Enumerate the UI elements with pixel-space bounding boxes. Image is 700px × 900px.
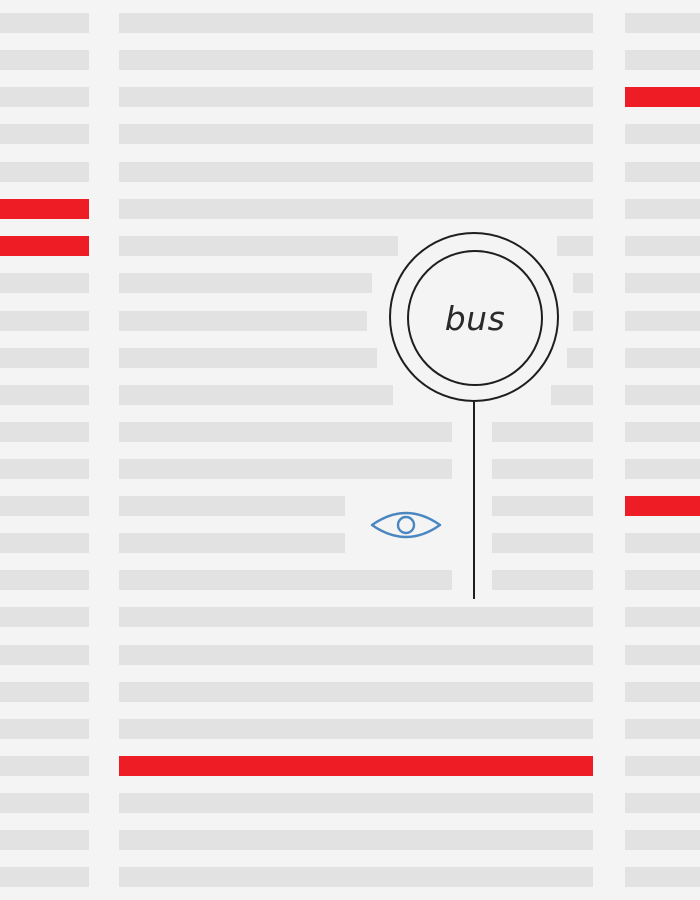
- placeholder-line: [119, 385, 393, 405]
- placeholder-line: [625, 422, 700, 442]
- placeholder-line: [625, 162, 700, 182]
- placeholder-line: [625, 273, 700, 293]
- placeholder-line: [625, 459, 700, 479]
- placeholder-line: [0, 87, 89, 107]
- placeholder-line: [0, 719, 89, 739]
- marker-inner-ring: bus: [407, 250, 543, 386]
- placeholder-line: [573, 273, 593, 293]
- placeholder-line: [625, 13, 700, 33]
- placeholder-line: [625, 348, 700, 368]
- placeholder-line: [0, 645, 89, 665]
- placeholder-line: [119, 162, 593, 182]
- placeholder-line: [0, 607, 89, 627]
- placeholder-line: [625, 793, 700, 813]
- placeholder-line: [625, 533, 700, 553]
- placeholder-line: [0, 13, 89, 33]
- placeholder-line: [625, 607, 700, 627]
- highlighted-line: [0, 236, 89, 256]
- placeholder-line: [0, 459, 89, 479]
- placeholder-line: [119, 719, 593, 739]
- placeholder-line: [492, 496, 593, 516]
- placeholder-line: [0, 533, 89, 553]
- placeholder-line: [0, 348, 89, 368]
- placeholder-line: [0, 162, 89, 182]
- placeholder-line: [0, 422, 89, 442]
- eye-icon: [370, 511, 442, 539]
- placeholder-line: [0, 756, 89, 776]
- placeholder-line: [119, 867, 593, 887]
- placeholder-line: [625, 385, 700, 405]
- placeholder-line: [119, 311, 367, 331]
- marker-label: bus: [444, 298, 506, 338]
- placeholder-line: [0, 273, 89, 293]
- placeholder-line: [119, 830, 593, 850]
- placeholder-line: [119, 422, 452, 442]
- highlighted-line: [625, 496, 700, 516]
- placeholder-line: [119, 50, 593, 70]
- placeholder-line: [119, 793, 593, 813]
- highlighted-line: [625, 87, 700, 107]
- placeholder-line: [119, 496, 345, 516]
- placeholder-line: [119, 645, 593, 665]
- placeholder-line: [119, 273, 372, 293]
- placeholder-line: [0, 385, 89, 405]
- placeholder-line: [625, 682, 700, 702]
- placeholder-line: [625, 311, 700, 331]
- placeholder-line: [0, 570, 89, 590]
- placeholder-line: [625, 756, 700, 776]
- highlighted-line: [119, 756, 593, 776]
- placeholder-line: [119, 124, 593, 144]
- placeholder-line: [119, 87, 593, 107]
- placeholder-line: [0, 496, 89, 516]
- placeholder-line: [119, 348, 377, 368]
- placeholder-line: [625, 199, 700, 219]
- placeholder-line: [0, 867, 89, 887]
- placeholder-line: [567, 348, 593, 368]
- placeholder-line: [625, 124, 700, 144]
- marker-stem: [473, 402, 475, 599]
- placeholder-line: [119, 199, 593, 219]
- placeholder-line: [625, 867, 700, 887]
- placeholder-line: [0, 793, 89, 813]
- placeholder-line: [492, 422, 593, 442]
- placeholder-line: [119, 459, 452, 479]
- highlighted-line: [0, 199, 89, 219]
- placeholder-line: [119, 13, 593, 33]
- placeholder-line: [492, 570, 593, 590]
- placeholder-line: [625, 236, 700, 256]
- placeholder-line: [119, 607, 593, 627]
- placeholder-line: [625, 645, 700, 665]
- placeholder-line: [119, 682, 593, 702]
- placeholder-line: [492, 459, 593, 479]
- placeholder-line: [119, 533, 345, 553]
- placeholder-line: [119, 570, 452, 590]
- placeholder-line: [0, 682, 89, 702]
- placeholder-line: [625, 719, 700, 739]
- placeholder-line: [625, 830, 700, 850]
- placeholder-line: [0, 830, 89, 850]
- placeholder-line: [625, 50, 700, 70]
- placeholder-line: [557, 236, 593, 256]
- placeholder-line: [0, 311, 89, 331]
- placeholder-line: [625, 570, 700, 590]
- placeholder-line: [0, 124, 89, 144]
- placeholder-line: [551, 385, 593, 405]
- placeholder-line: [573, 311, 593, 331]
- placeholder-line: [492, 533, 593, 553]
- placeholder-line: [0, 50, 89, 70]
- placeholder-line: [119, 236, 398, 256]
